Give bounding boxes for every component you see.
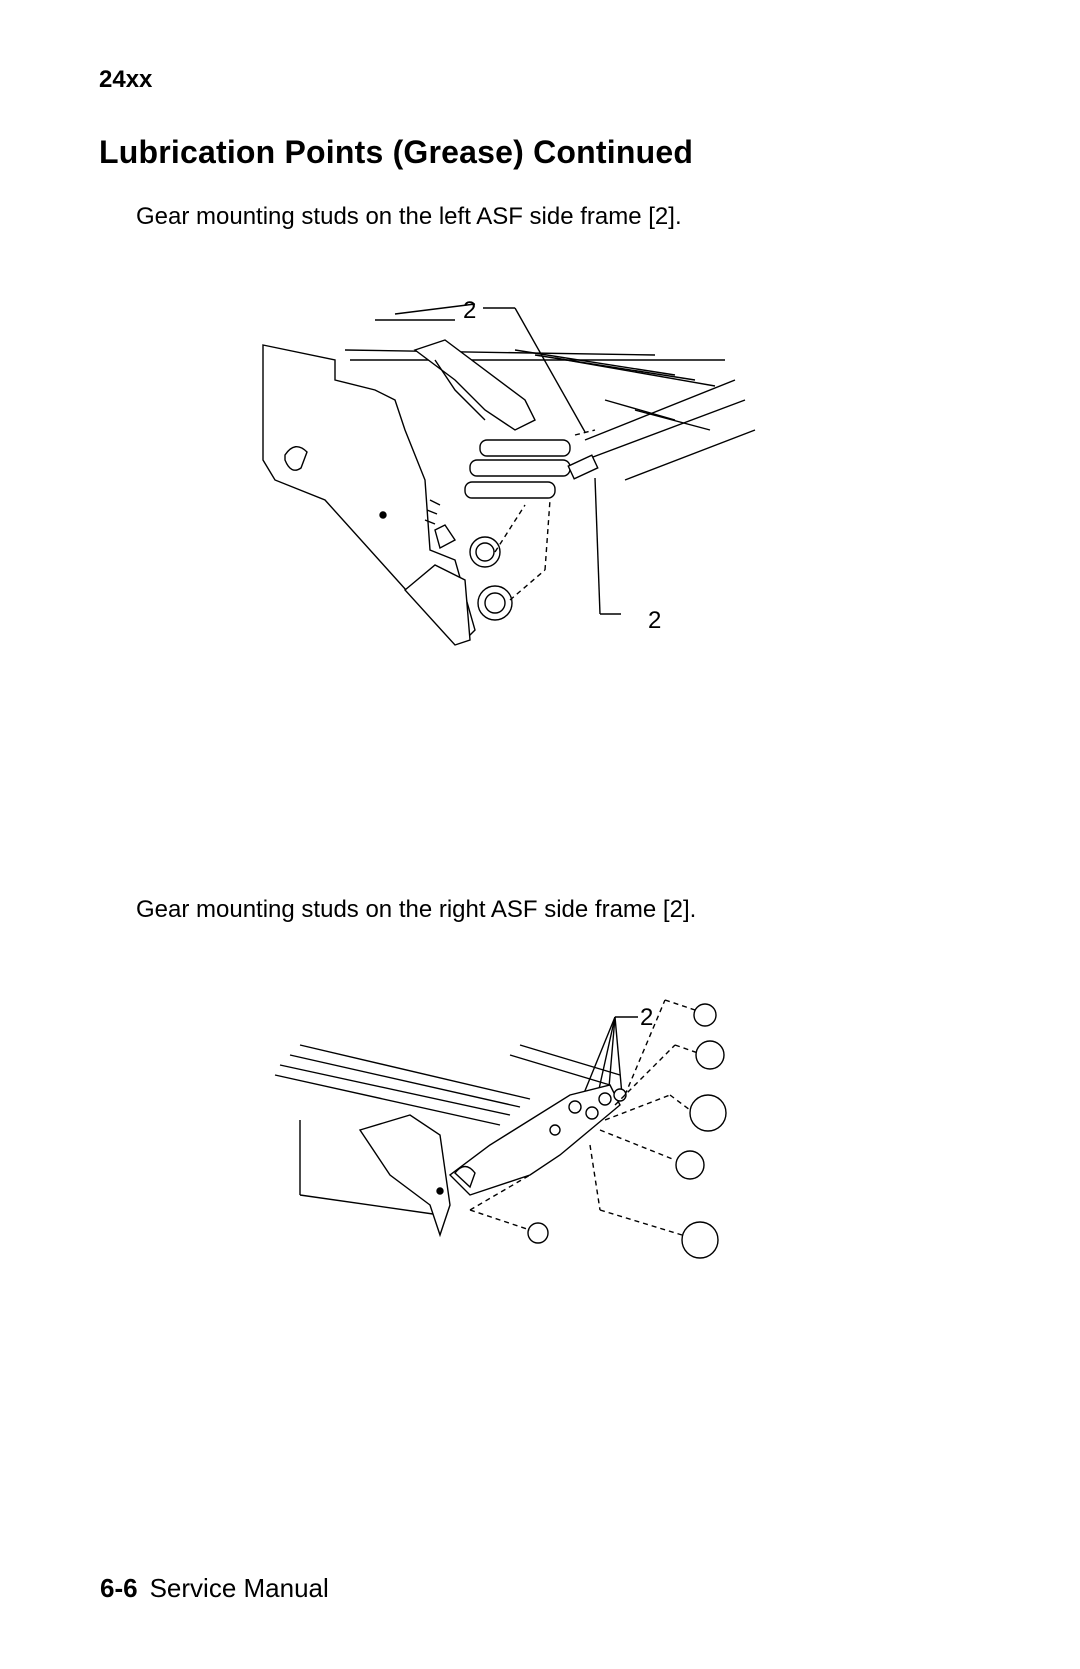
- feed-rollers: [464, 439, 599, 499]
- figure-2-caption: Gear mounting studs on the right ASF sid…: [136, 896, 697, 923]
- lower-base-plate: [403, 564, 471, 646]
- gear-assembly: [424, 499, 513, 621]
- figure-2-callout: 2: [640, 1004, 653, 1031]
- figure-1-callout-bottom: 2: [648, 607, 661, 634]
- page-footer: 6-6 Service Manual: [100, 1573, 329, 1604]
- figure-1-leader-lines: [483, 307, 621, 615]
- right-asf-side-frame-illustration: 2: [274, 999, 727, 1259]
- page-number: 6-6: [100, 1573, 138, 1603]
- assembly-dashed-lines: [494, 429, 596, 601]
- section-title: Lubrication Points (Grease) Continued: [99, 134, 694, 170]
- left-asf-side-frame-illustration: 2 2: [262, 300, 756, 646]
- manual-title: Service Manual: [149, 1573, 329, 1603]
- figure-1-caption: Gear mounting studs on the left ASF side…: [136, 203, 682, 230]
- gear-mounting-studs: [549, 1088, 627, 1136]
- side-frame-outline: [262, 344, 476, 641]
- figure-1-callout-top: 2: [463, 300, 476, 324]
- exploded-gears: [527, 1003, 727, 1259]
- assembly-dashed-lines: [469, 999, 699, 1236]
- frame-rails: [344, 303, 756, 481]
- document-model-header: 24xx: [99, 66, 153, 93]
- paper-guide-arm: [413, 339, 536, 431]
- frame-rails: [274, 1044, 621, 1216]
